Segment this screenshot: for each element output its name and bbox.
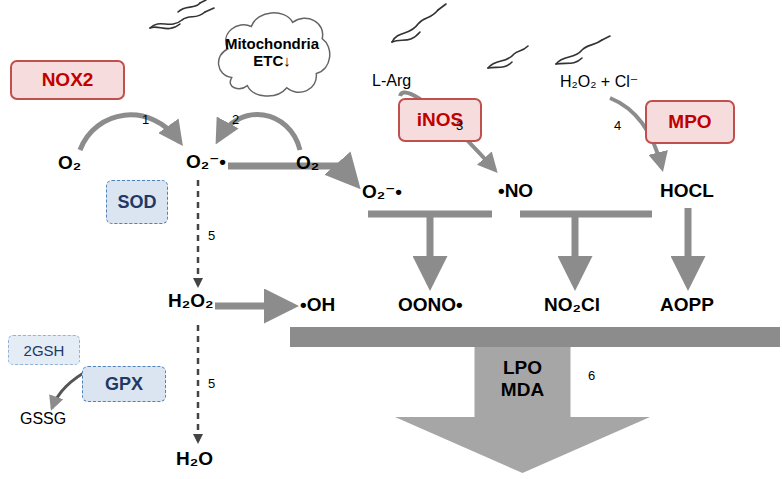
antioxidant-box: GPX bbox=[82, 366, 166, 402]
enzyme-box: MPO bbox=[645, 100, 735, 144]
callout-number: 5 bbox=[208, 228, 215, 243]
species-label: HOCL bbox=[660, 180, 714, 202]
node-text: SOD bbox=[117, 192, 156, 213]
species-label: •OH bbox=[300, 294, 335, 316]
callout-number: 1 bbox=[142, 112, 149, 127]
species-label: H₂O₂ + Cl⁻ bbox=[560, 72, 638, 91]
species-label: O₂ bbox=[58, 152, 81, 174]
species-label: AOPP bbox=[660, 294, 714, 316]
species-label: •NO bbox=[498, 180, 533, 202]
callout-number: 4 bbox=[614, 118, 621, 133]
node-text: LPO MDA bbox=[483, 357, 563, 401]
species-label: L-Arg bbox=[372, 72, 411, 90]
species-label: O₂⁻• bbox=[362, 180, 402, 203]
antioxidant-box: 2GSH bbox=[8, 335, 80, 365]
node-text: Mitochondria ETC↓ bbox=[212, 35, 332, 70]
species-label: H₂O₂ bbox=[168, 290, 213, 312]
enzyme-box: iNOS bbox=[398, 98, 482, 142]
mitochondria-cloud: Mitochondria ETC↓ bbox=[212, 6, 332, 98]
enzyme-box: NOX2 bbox=[10, 60, 125, 100]
node-text: NOX2 bbox=[42, 69, 94, 91]
species-label: NO₂Cl bbox=[544, 294, 600, 316]
antioxidant-box: SOD bbox=[106, 180, 168, 224]
node-text: MPO bbox=[668, 111, 711, 133]
species-label: O₂ bbox=[296, 152, 319, 174]
callout-number: 5 bbox=[208, 376, 215, 391]
species-label: H₂O bbox=[176, 448, 213, 470]
species-label: OONO• bbox=[398, 294, 463, 316]
callout-number: 2 bbox=[232, 112, 239, 127]
callout-number: 6 bbox=[588, 368, 595, 383]
callout-number: 3 bbox=[456, 118, 463, 133]
species-label: GSSG bbox=[20, 410, 66, 428]
node-text: GPX bbox=[105, 374, 143, 395]
lpo-arrow: LPO MDA bbox=[395, 347, 650, 473]
node-text: 2GSH bbox=[24, 342, 65, 359]
species-label: O₂⁻• bbox=[186, 150, 226, 173]
